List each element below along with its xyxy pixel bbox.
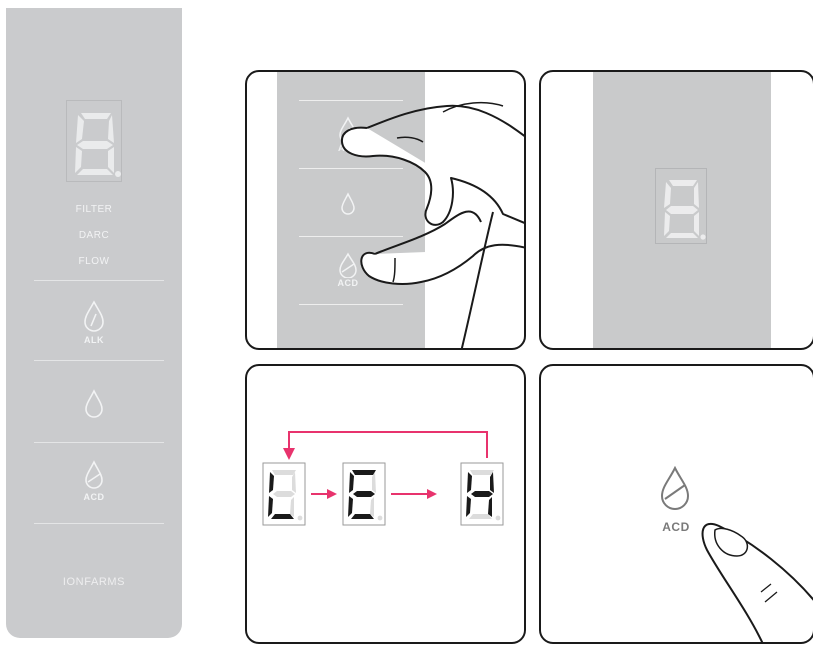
- divider: [34, 280, 164, 281]
- sequence-diagram: [247, 366, 524, 642]
- finger-press-icon: [541, 366, 813, 644]
- alk-button[interactable]: [78, 300, 110, 337]
- seven-segment-display: [655, 168, 707, 244]
- digit-l: [263, 463, 305, 525]
- acd-button-label: ACD: [6, 492, 182, 502]
- arrow-right: [391, 489, 437, 499]
- divider: [34, 442, 164, 443]
- alkaline-drop-icon: [78, 300, 110, 332]
- darc-label: DARC: [6, 230, 182, 241]
- seven-segment-display: [66, 100, 122, 182]
- digit-h: [461, 463, 503, 525]
- panel-press-alk-acd: ALK ACD: [245, 70, 526, 350]
- arrow-right: [311, 489, 337, 499]
- alk-button-label: ALK: [6, 335, 182, 345]
- loop-arrow: [283, 432, 487, 460]
- water-drop-icon: [82, 389, 106, 419]
- water-button[interactable]: [82, 389, 106, 424]
- panel-press-acd: ACD: [539, 364, 813, 644]
- panel-display: [539, 70, 813, 350]
- device-panel: FILTER DARC FLOW ALK ACD IONFARMS: [6, 8, 182, 638]
- filter-label: FILTER: [6, 204, 182, 215]
- digit-e: [343, 463, 385, 525]
- digit-display-icon: [656, 169, 708, 245]
- divider: [34, 360, 164, 361]
- panel-mode-sequence: [245, 364, 526, 644]
- brand-logo: IONFARMS: [6, 576, 182, 588]
- divider: [34, 523, 164, 524]
- acid-drop-icon: [79, 460, 109, 490]
- flow-label: FLOW: [6, 256, 182, 267]
- two-finger-press-icon: [247, 72, 526, 350]
- acd-button[interactable]: [79, 460, 109, 495]
- digit-8-icon: [67, 101, 123, 183]
